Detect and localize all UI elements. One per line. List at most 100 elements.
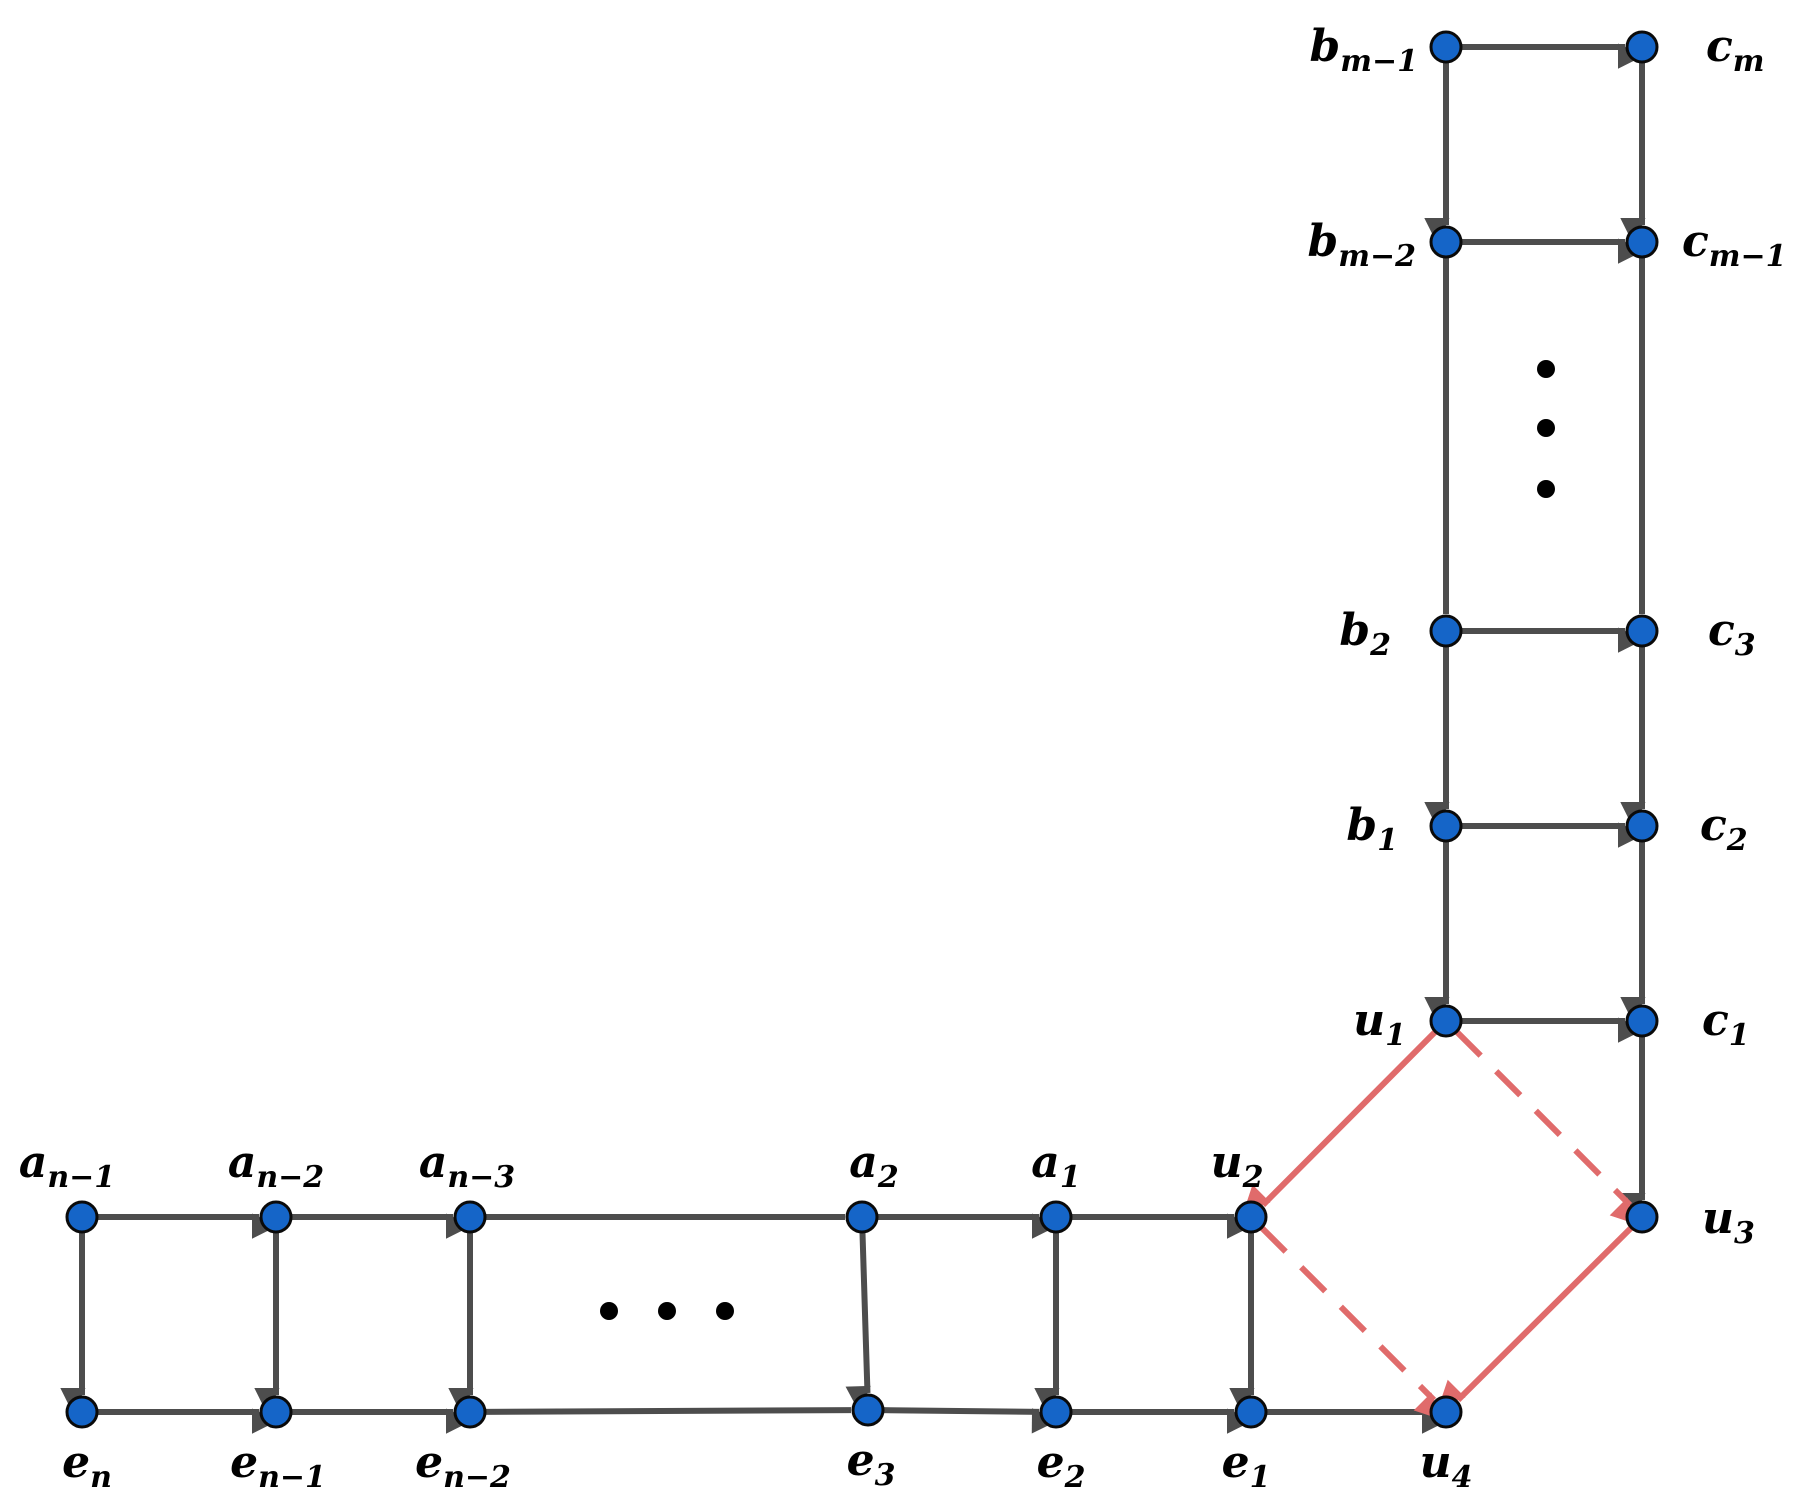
node-c_m	[1625, 30, 1659, 64]
node-u_4	[1429, 1395, 1463, 1429]
label-e_1: e1	[1222, 1437, 1271, 1495]
label-a_2: a2	[849, 1137, 898, 1195]
label-subscript: 3	[875, 1458, 896, 1493]
label-base: c	[1708, 605, 1735, 656]
label-base: a	[1031, 1137, 1060, 1188]
label-subscript: n−2	[256, 1160, 324, 1195]
node-e_n1	[259, 1395, 293, 1429]
node-a_n2	[259, 1200, 293, 1234]
label-e_n: en	[62, 1437, 112, 1495]
label-base: a	[228, 1137, 257, 1188]
node-u_1	[1429, 1004, 1463, 1038]
node-e_2	[1039, 1395, 1073, 1429]
label-e_3: e3	[847, 1435, 896, 1493]
node-a_n1	[65, 1200, 99, 1234]
node-c_3	[1625, 614, 1659, 648]
ellipsis-marks	[600, 360, 1555, 1320]
label-c_2: c2	[1700, 800, 1748, 858]
label-c_m: cm	[1706, 21, 1765, 79]
label-base: u	[1353, 995, 1385, 1046]
label-base: b	[1339, 605, 1370, 656]
label-base: a	[19, 1137, 48, 1188]
ellipsis-dot	[600, 1302, 618, 1320]
node-a_n3	[453, 1200, 487, 1234]
label-base: c	[1706, 21, 1733, 72]
label-subscript: n−1	[47, 1160, 115, 1195]
label-subscript: n−2	[443, 1460, 511, 1495]
label-subscript: n	[90, 1460, 112, 1495]
label-base: e	[847, 1435, 875, 1486]
ellipsis-dot	[1537, 360, 1555, 378]
label-base: b	[1346, 800, 1377, 851]
label-e_n2: en−2	[415, 1437, 511, 1495]
label-c_m1: cm−1	[1682, 216, 1787, 274]
node-c_2	[1625, 809, 1659, 843]
ellipsis-dot	[658, 1302, 676, 1320]
edge-a_2-to-e_3	[845, 1231, 871, 1412]
label-base: e	[230, 1437, 258, 1488]
node-b_m1	[1429, 30, 1463, 64]
label-c_1: c1	[1702, 995, 1750, 1053]
ellipsis-dot	[1537, 480, 1555, 498]
label-base: a	[849, 1137, 878, 1188]
label-base: c	[1700, 800, 1727, 851]
label-b_2: b2	[1339, 605, 1391, 663]
label-e_n1: en−1	[230, 1437, 326, 1495]
nodes	[65, 30, 1659, 1429]
label-base: u	[1702, 1193, 1734, 1244]
label-base: u	[1420, 1437, 1452, 1488]
label-subscript: 3	[1734, 1216, 1755, 1251]
label-base: e	[415, 1437, 443, 1488]
label-subscript: m−2	[1338, 239, 1416, 274]
label-base: u	[1211, 1137, 1243, 1188]
edge-u_1-to-u_3	[1454, 1029, 1637, 1225]
node-b_1	[1429, 809, 1463, 843]
label-subscript: 1	[1385, 1018, 1406, 1053]
label-subscript: 2	[1242, 1160, 1264, 1195]
label-subscript: 2	[1064, 1460, 1086, 1495]
edge-u_2-to-u_4	[1259, 1225, 1441, 1420]
edge-u_1-to-u_2	[1243, 1029, 1438, 1212]
label-subscript: 3	[1735, 628, 1756, 663]
node-a_1	[1039, 1200, 1073, 1234]
label-a_1: a1	[1031, 1137, 1080, 1195]
label-subscript: 2	[1369, 628, 1391, 663]
label-base: a	[419, 1137, 448, 1188]
label-base: c	[1682, 216, 1709, 267]
label-subscript: m	[1733, 44, 1765, 79]
ellipsis-dot	[1537, 419, 1555, 437]
node-c_m1	[1625, 225, 1659, 259]
label-a_n1: an−1	[19, 1137, 115, 1195]
label-a_n3: an−3	[419, 1137, 515, 1195]
label-base: e	[1222, 1437, 1250, 1488]
label-subscript: 2	[877, 1160, 899, 1195]
label-subscript: 2	[1726, 823, 1748, 858]
label-subscript: n−3	[447, 1160, 515, 1195]
label-u_4: u4	[1420, 1437, 1473, 1495]
label-b_m2: bm−2	[1307, 216, 1416, 274]
label-base: b	[1307, 216, 1338, 267]
label-subscript: m−1	[1709, 239, 1787, 274]
label-base: e	[62, 1437, 90, 1488]
node-c_1	[1625, 1004, 1659, 1038]
label-subscript: 1	[1729, 1018, 1750, 1053]
label-b_1: b1	[1346, 800, 1398, 858]
label-subscript: 1	[1250, 1460, 1271, 1495]
node-e_3	[851, 1393, 885, 1427]
label-u_3: u3	[1702, 1193, 1755, 1251]
node-b_m2	[1429, 225, 1463, 259]
ellipsis-dot	[716, 1302, 734, 1320]
label-e_2: e2	[1037, 1437, 1086, 1495]
label-subscript: 1	[1377, 823, 1398, 858]
label-base: e	[1037, 1437, 1065, 1488]
edge-e_3-to-e_2	[882, 1407, 1058, 1434]
label-subscript: m−1	[1340, 44, 1418, 79]
label-base: b	[1309, 21, 1340, 72]
node-a_2	[845, 1200, 879, 1234]
label-subscript: 4	[1452, 1460, 1473, 1495]
label-u_1: u1	[1353, 995, 1406, 1053]
label-u_2: u2	[1211, 1137, 1264, 1195]
node-e_n2	[453, 1395, 487, 1429]
